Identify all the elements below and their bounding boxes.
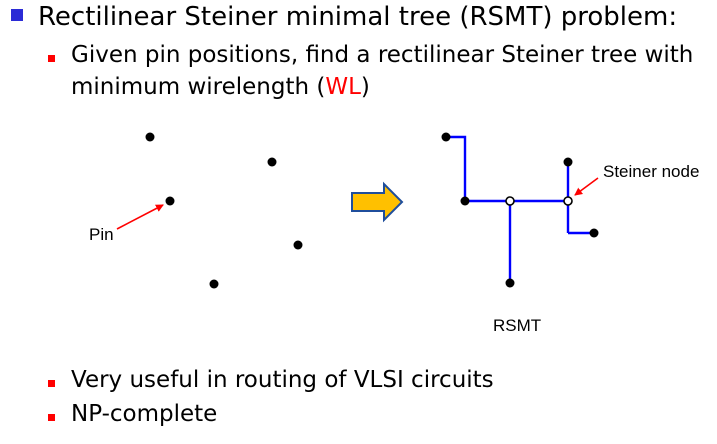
wl-abbreviation: WL — [325, 74, 361, 100]
pin-dot — [267, 157, 277, 167]
rsmt-wires — [446, 135, 594, 283]
sub-point-3: NP-complete — [71, 401, 218, 427]
pin-dot — [165, 196, 175, 206]
pin-dot — [145, 132, 155, 142]
steiner-node-label: Steiner node — [603, 162, 699, 181]
sub-bullet-3 — [48, 414, 55, 421]
wire-segment — [446, 135, 467, 201]
transform-arrow-icon — [351, 181, 404, 223]
pin-callout-arrow — [116, 204, 164, 230]
sub-point-1-line-1: Given pin positions, find a rectilinear … — [71, 42, 694, 68]
sub-point-2: Very useful in routing of VLSI circuits — [71, 367, 494, 393]
steiner-nodes — [505, 196, 573, 206]
rsmt-pins — [441, 132, 599, 288]
slide-heading: Rectilinear Steiner minimal tree (RSMT) … — [38, 2, 678, 32]
pin-dot — [441, 132, 451, 142]
heading-bullet — [11, 9, 23, 21]
steiner-node — [505, 196, 515, 206]
sub-bullet-2 — [48, 380, 55, 387]
sub-point-1-line-2: minimum wirelength (WL) — [71, 72, 370, 102]
pin-dot — [293, 240, 303, 250]
input-pins — [145, 132, 303, 289]
pin-label: Pin — [89, 225, 114, 244]
pin-dot — [563, 157, 573, 167]
steiner-callout-arrow — [574, 177, 599, 196]
pin-dot — [460, 196, 470, 206]
wl-suffix: ) — [360, 74, 370, 100]
pin-dot — [209, 279, 219, 289]
steiner-node — [563, 196, 573, 206]
sub-bullet-1 — [48, 55, 55, 62]
pin-dot — [505, 278, 515, 288]
wl-prefix: minimum wirelength ( — [71, 74, 326, 100]
rsmt-label: RSMT — [493, 316, 541, 335]
pin-dot — [589, 228, 599, 238]
